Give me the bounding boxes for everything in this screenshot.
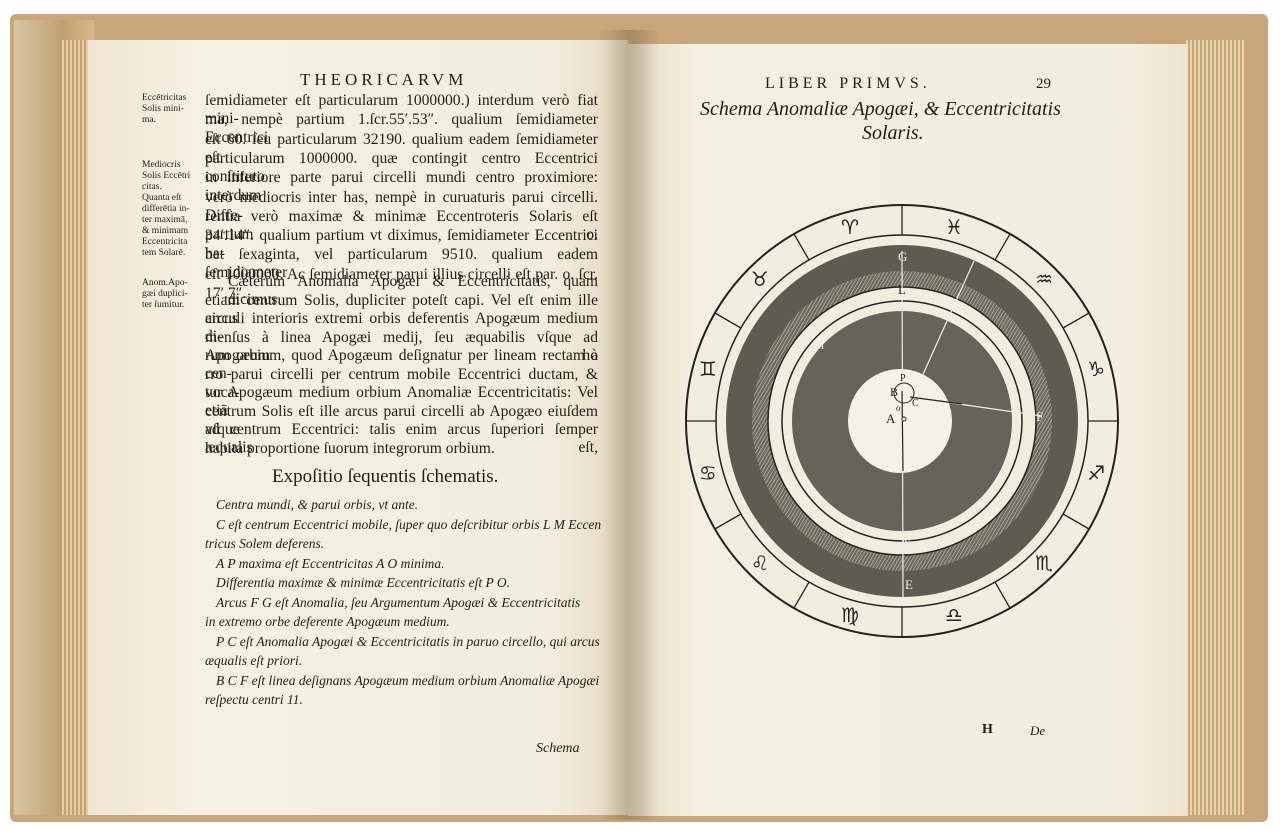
- margin-note: Solis Eccētri: [142, 171, 191, 181]
- margin-note: Eccētricitas: [142, 93, 187, 103]
- margin-note: tem Solarē.: [142, 248, 186, 258]
- zodiac-sign-icon: ♐: [1087, 461, 1105, 485]
- book-gutter: [600, 30, 660, 820]
- label-g: G: [898, 249, 907, 264]
- zodiac-sign-icon: ♋: [699, 461, 717, 485]
- margin-note: Quanta eſt: [142, 193, 182, 203]
- body-line: centrum Solis eſt ille arcus parui circe…: [205, 402, 598, 438]
- zodiac-sign-icon: ♓: [945, 215, 963, 239]
- body-line: Cæterum Anomalia Apogæi & Eccentricitati…: [228, 273, 598, 308]
- zodiac-divider: [1062, 312, 1090, 329]
- label-n: N: [902, 535, 911, 549]
- label-o: o: [896, 403, 901, 413]
- running-head-left: THEORICARVM: [300, 70, 468, 89]
- margin-note: Mediocris: [142, 160, 181, 170]
- zodiac-sign-icon: ♏: [1035, 551, 1053, 575]
- left-page: [88, 40, 628, 815]
- zodiac-divider: [714, 312, 742, 329]
- body-line: 34′.14″. qualium partium vt diximus, ſem…: [205, 227, 598, 263]
- label-l: L: [898, 282, 906, 297]
- body-line: rentia verò maximæ & minimæ Eccentroteri…: [205, 207, 598, 243]
- central-void: [848, 369, 952, 473]
- body-line: habita proportione ſuorum integrorum orb…: [205, 439, 495, 457]
- signature-mark: H: [982, 722, 993, 737]
- exposition-line: Arcus F G eſt Anomalia, ſeu Argumentum A…: [216, 594, 581, 610]
- body-line: tur Apogæum medium orbium Anomaliæ Eccen…: [205, 384, 598, 419]
- zodiac-divider: [793, 233, 810, 261]
- label-e: E: [905, 577, 913, 592]
- zodiac-sign-icon: ♍: [841, 603, 859, 627]
- exposition-line: æqualis eſt priori.: [205, 653, 303, 668]
- exposition-heading: Expoſitio ſequentis ſchematis.: [272, 466, 499, 487]
- body-line: eſt 60. ſeu particularum 32190. qualium …: [205, 130, 598, 166]
- zodiac-divider: [1062, 513, 1090, 530]
- zodiac-sign-icon: ♎: [945, 603, 963, 627]
- body-line: menſus à linea Apogæi medij, ſeu æquabil…: [205, 328, 598, 364]
- diagram-title: Schema Anomaliæ Apogæi, & Eccentricitati…: [700, 98, 1061, 120]
- zodiac-sign-icon: ♑: [1087, 357, 1105, 381]
- exposition-line: C eſt centrum Eccentrici mobile, ſuper q…: [216, 516, 602, 532]
- body-line: etiam centrum Solis, dupliciter poteſt c…: [205, 291, 598, 327]
- margin-note: Solis mini-: [142, 104, 184, 114]
- page-edges-left: [62, 40, 88, 815]
- label-a: A: [886, 411, 896, 426]
- body-line: in inferiore parte parui circelli mundi …: [205, 169, 598, 205]
- body-line: circuli interioris extremi orbis deferen…: [205, 310, 598, 345]
- zodiac-sign-icon: ♉: [751, 267, 769, 291]
- page-number: 29: [1036, 76, 1051, 92]
- zodiac-divider: [994, 581, 1011, 609]
- point-a: [901, 416, 907, 422]
- zodiac-divider: [793, 581, 810, 609]
- page-edges-right: [1186, 40, 1246, 815]
- label-b: B: [890, 385, 898, 399]
- zodiac-sign-icon: ♈: [841, 215, 859, 239]
- exposition-line: A P maxima eſt Eccentricitas A O minima.: [216, 555, 445, 571]
- margin-note: Eccentricita: [142, 237, 188, 247]
- exposition-line: P C eſt Anomalia Apogæi & Eccentricitati…: [216, 633, 600, 649]
- label-f: F: [1036, 409, 1043, 424]
- small-circle: [893, 382, 915, 404]
- margin-note: Anom.Apo-: [142, 278, 188, 288]
- margin-note: gæi duplici-: [142, 289, 188, 299]
- body-line: particularum 1000000. quæ contingit cent…: [205, 149, 598, 185]
- exposition-line: B C F eſt linea deſignans Apogæum medium…: [216, 672, 600, 688]
- running-head-right: LIBER PRIMVS.: [765, 75, 931, 92]
- body-line: eſt 1000000. Ac ſemidiameter parui illiu…: [205, 265, 598, 283]
- body-line: rum orbium, quod Apogæum deſignatur per …: [205, 347, 598, 382]
- body-line: ma, nempè partium 1.ſcr.55′.53″. qualium…: [205, 111, 598, 147]
- margin-note: ter maximā,: [142, 215, 188, 225]
- exposition-line: in extremo orbe deferente Apogæum medium…: [205, 614, 450, 629]
- zodiac-sign-icon: ♌: [751, 551, 769, 575]
- catchword-right: De: [1030, 723, 1046, 738]
- catchword-left: Schema: [536, 741, 580, 756]
- margin-note: differētia in-: [142, 204, 190, 214]
- exposition-line: Centra mundi, & parui orbis, vt ante.: [216, 497, 419, 512]
- label-c: C: [912, 398, 919, 409]
- exposition-line: reſpectu centri 11.: [205, 692, 303, 707]
- exposition-line: Differentia maximæ & minimæ Eccentricita…: [216, 575, 510, 590]
- diagram-title-cont: Solaris.: [862, 122, 924, 144]
- label-p: P: [900, 373, 906, 384]
- margin-note: ter ſumitur.: [142, 300, 185, 310]
- zodiac-divider: [994, 233, 1011, 261]
- body-line: verò mediocris inter has, nempè in curua…: [205, 188, 598, 224]
- margin-note: citas.: [142, 182, 162, 192]
- body-line: ad centrum Eccentrici: talis enim arcus …: [205, 421, 598, 456]
- exposition-line: tricus Solem deferens.: [205, 536, 325, 551]
- zodiac-sign-icon: ♒: [1035, 267, 1053, 291]
- margin-note: & minimam: [142, 226, 189, 236]
- body-line: rro parui circelli per centrum mobile Ec…: [205, 365, 598, 401]
- label-m: M: [813, 337, 825, 352]
- zodiac-sign-icon: ♊: [699, 357, 717, 381]
- body-line: ſemidiameter eſt particularum 1000000.) …: [205, 92, 598, 127]
- body-line: 17′.7″.: [205, 285, 247, 302]
- body-line: bet ſexaginta, vel particularum 9510. qu…: [205, 246, 598, 282]
- zodiac-divider: [714, 513, 742, 530]
- margin-note: ma.: [142, 115, 156, 125]
